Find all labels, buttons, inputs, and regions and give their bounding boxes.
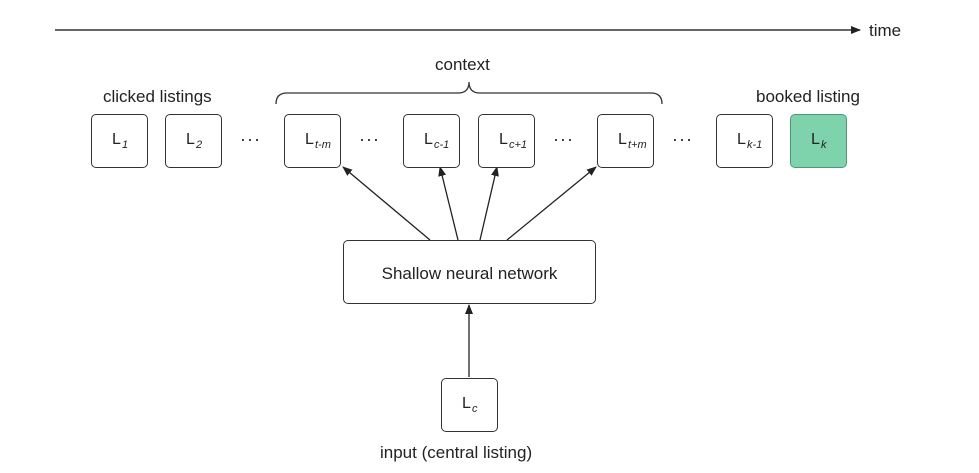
booked-listing-label: booked listing [756,87,860,106]
listing-node-subscript: k [821,139,827,151]
arrow-to-t+m [506,166,597,241]
listing-node-letter: L [305,131,314,148]
input-node-central-listing: L c [441,378,498,432]
listing-node-letter: L [737,131,746,148]
context-label: context [435,55,490,74]
network-label: Shallow neural network [381,264,558,283]
listing-node-subscript: c-1 [434,139,450,151]
ellipsis-4: ··· [672,129,693,149]
arrow-to-c+1 [479,166,499,241]
listing-node-subscript: t-m [315,139,331,151]
listing-node-letter: L [424,131,433,148]
listing-node-subscript: 2 [196,139,203,151]
listing-node-subscript: c [472,403,478,415]
arrow-to-t-m [342,166,431,241]
arrow-to-c-1 [438,166,459,241]
shallow-neural-network-box: Shallow neural network [343,240,596,304]
listing-node-letter: L [462,395,471,412]
listing-node-k-booked: L k [790,114,847,168]
listing-node-c+1: L c+1 [478,114,535,168]
listing-node-subscript: 1 [122,139,129,151]
listing-node-subscript: t+m [628,139,647,151]
clicked-listings-label: clicked listings [103,87,212,106]
listing-node-2: L 2 [165,114,222,168]
listing-node-t+m: L t+m [597,114,654,168]
input-label: input (central listing) [380,443,533,462]
ellipsis-3: ··· [553,129,574,149]
listing-node-letter: L [186,131,195,148]
listing-node-letter: L [618,131,627,148]
ellipsis-2: ··· [359,129,380,149]
listing-node-c-1: L c-1 [403,114,460,168]
ellipsis-1: ··· [240,129,261,149]
listing-node-letter: L [112,131,121,148]
listing-node-t-m: L t-m [284,114,341,168]
listing-node-subscript: k-1 [747,139,763,151]
time-label: time [869,21,902,40]
listing-node-1: L 1 [91,114,148,168]
listing-node-letter: L [499,131,508,148]
context-brace [275,81,663,105]
listing-node-subscript: c+1 [509,139,528,151]
listing-node-letter: L [811,131,820,148]
listing-node-k-1: L k-1 [716,114,773,168]
